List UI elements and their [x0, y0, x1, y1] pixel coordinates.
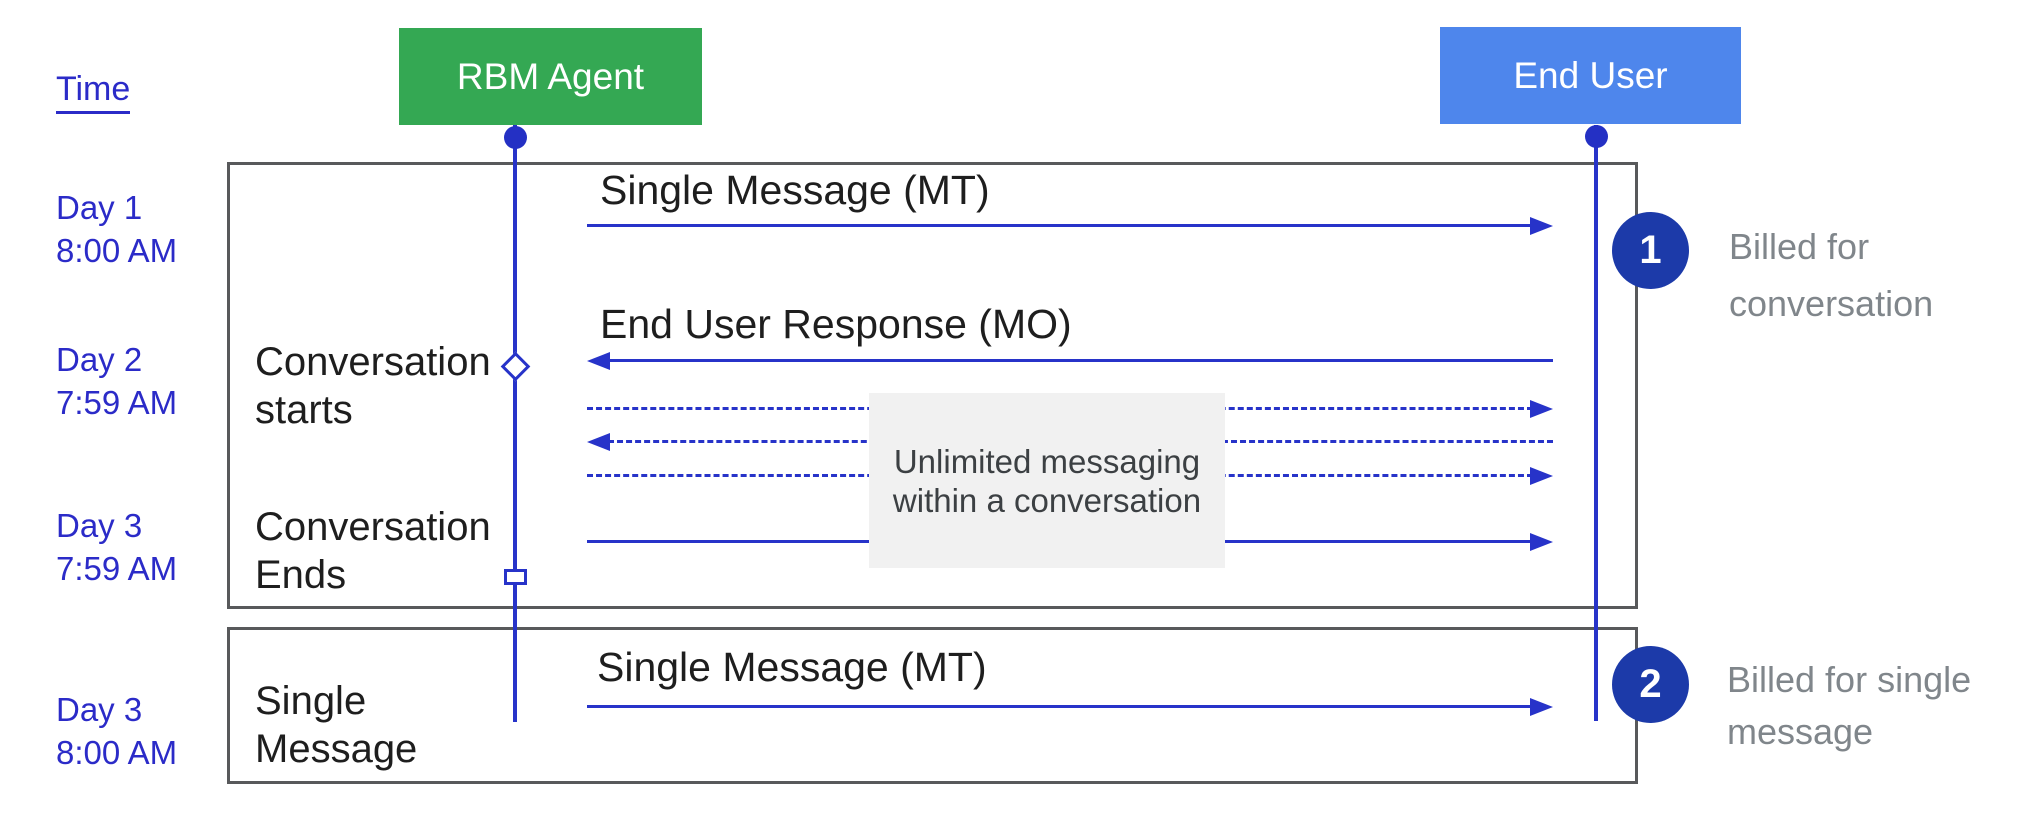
arrowhead-left-icon: [587, 352, 610, 370]
arrowhead-right-icon: [1530, 400, 1553, 418]
timeline-time: 8:00 AM: [56, 734, 178, 771]
timeline-day: Day 1: [56, 189, 143, 226]
arrowhead-right-icon: [1530, 467, 1553, 485]
message-arrow-mt2-line: [587, 705, 1533, 708]
conversation-ends-line2: Ends: [255, 553, 347, 597]
arrowhead-right-icon: [1530, 698, 1553, 716]
actor-rbm-agent: RBM Agent: [399, 28, 702, 125]
single-message-line2: Message: [255, 727, 418, 771]
conversation-starts-label: Conversation starts: [255, 338, 491, 434]
actor-end-user: End User: [1440, 27, 1741, 124]
billing-badge-2-number: 2: [1639, 662, 1662, 706]
conversation-starts-line1: Conversation: [255, 340, 491, 384]
arrowhead-right-icon: [1530, 533, 1553, 551]
rbm-agent-lifeline: [513, 124, 517, 722]
arrowhead-left-icon: [587, 433, 610, 451]
conversation-starts-line2: starts: [255, 388, 353, 432]
conversation-ends-label: Conversation Ends: [255, 503, 491, 599]
billed-for-conversation-annotation: Billed for conversation: [1729, 218, 1933, 332]
timeline-label-day3: Day 3 7:59 AM: [56, 504, 177, 590]
actor-end-user-label: End User: [1513, 54, 1668, 96]
end-user-lifeline-dot-icon: [1585, 125, 1608, 148]
message-label-end-user-response-mo: End User Response (MO): [600, 301, 1072, 347]
single-message-line1: Single: [255, 679, 367, 723]
billed-for-single-message-annotation: Billed for single message: [1727, 654, 1971, 758]
timeline-label-day3-later: Day 3 8:00 AM: [56, 688, 177, 774]
note-line1: Unlimited messaging: [893, 442, 1201, 480]
arrowhead-right-icon: [1530, 217, 1553, 235]
message-label-single-message-mt: Single Message (MT): [600, 167, 990, 213]
annotation-line2: message: [1727, 711, 1874, 752]
billing-badge-1-number: 1: [1639, 228, 1662, 272]
rbm-lifeline-dot-icon: [504, 126, 527, 149]
message-label-single-message-mt-2: Single Message (MT): [597, 644, 987, 690]
unlimited-messaging-note: Unlimited messaging within a conversatio…: [869, 393, 1225, 568]
single-message-event-label: Single Message: [255, 677, 417, 773]
timeline-time: 7:59 AM: [56, 550, 178, 587]
timeline-time: 8:00 AM: [56, 232, 178, 269]
timeline-day: Day 3: [56, 507, 143, 544]
annotation-line2: conversation: [1729, 283, 1934, 324]
timeline-time: 7:59 AM: [56, 384, 178, 421]
end-user-lifeline: [1594, 125, 1598, 721]
timeline-day: Day 3: [56, 691, 143, 728]
message-arrow-mo-line: [608, 359, 1553, 362]
timeline-label-day2: Day 2 7:59 AM: [56, 338, 177, 424]
time-axis-label: Time: [56, 71, 131, 114]
annotation-line1: Billed for single: [1727, 659, 1972, 700]
annotation-line1: Billed for: [1729, 226, 1870, 267]
actor-rbm-agent-label: RBM Agent: [456, 55, 645, 97]
message-arrow-mt1-line: [587, 224, 1533, 227]
timeline-label-day1: Day 1 8:00 AM: [56, 186, 177, 272]
billing-badge-1: 1: [1612, 212, 1689, 289]
note-line2: within a conversation: [892, 481, 1202, 519]
conversation-scope-box: [227, 162, 1638, 609]
conversation-ends-line1: Conversation: [255, 505, 491, 549]
timeline-day: Day 2: [56, 341, 143, 378]
conversation-end-square-icon: [504, 569, 527, 585]
billing-badge-2: 2: [1612, 646, 1689, 723]
